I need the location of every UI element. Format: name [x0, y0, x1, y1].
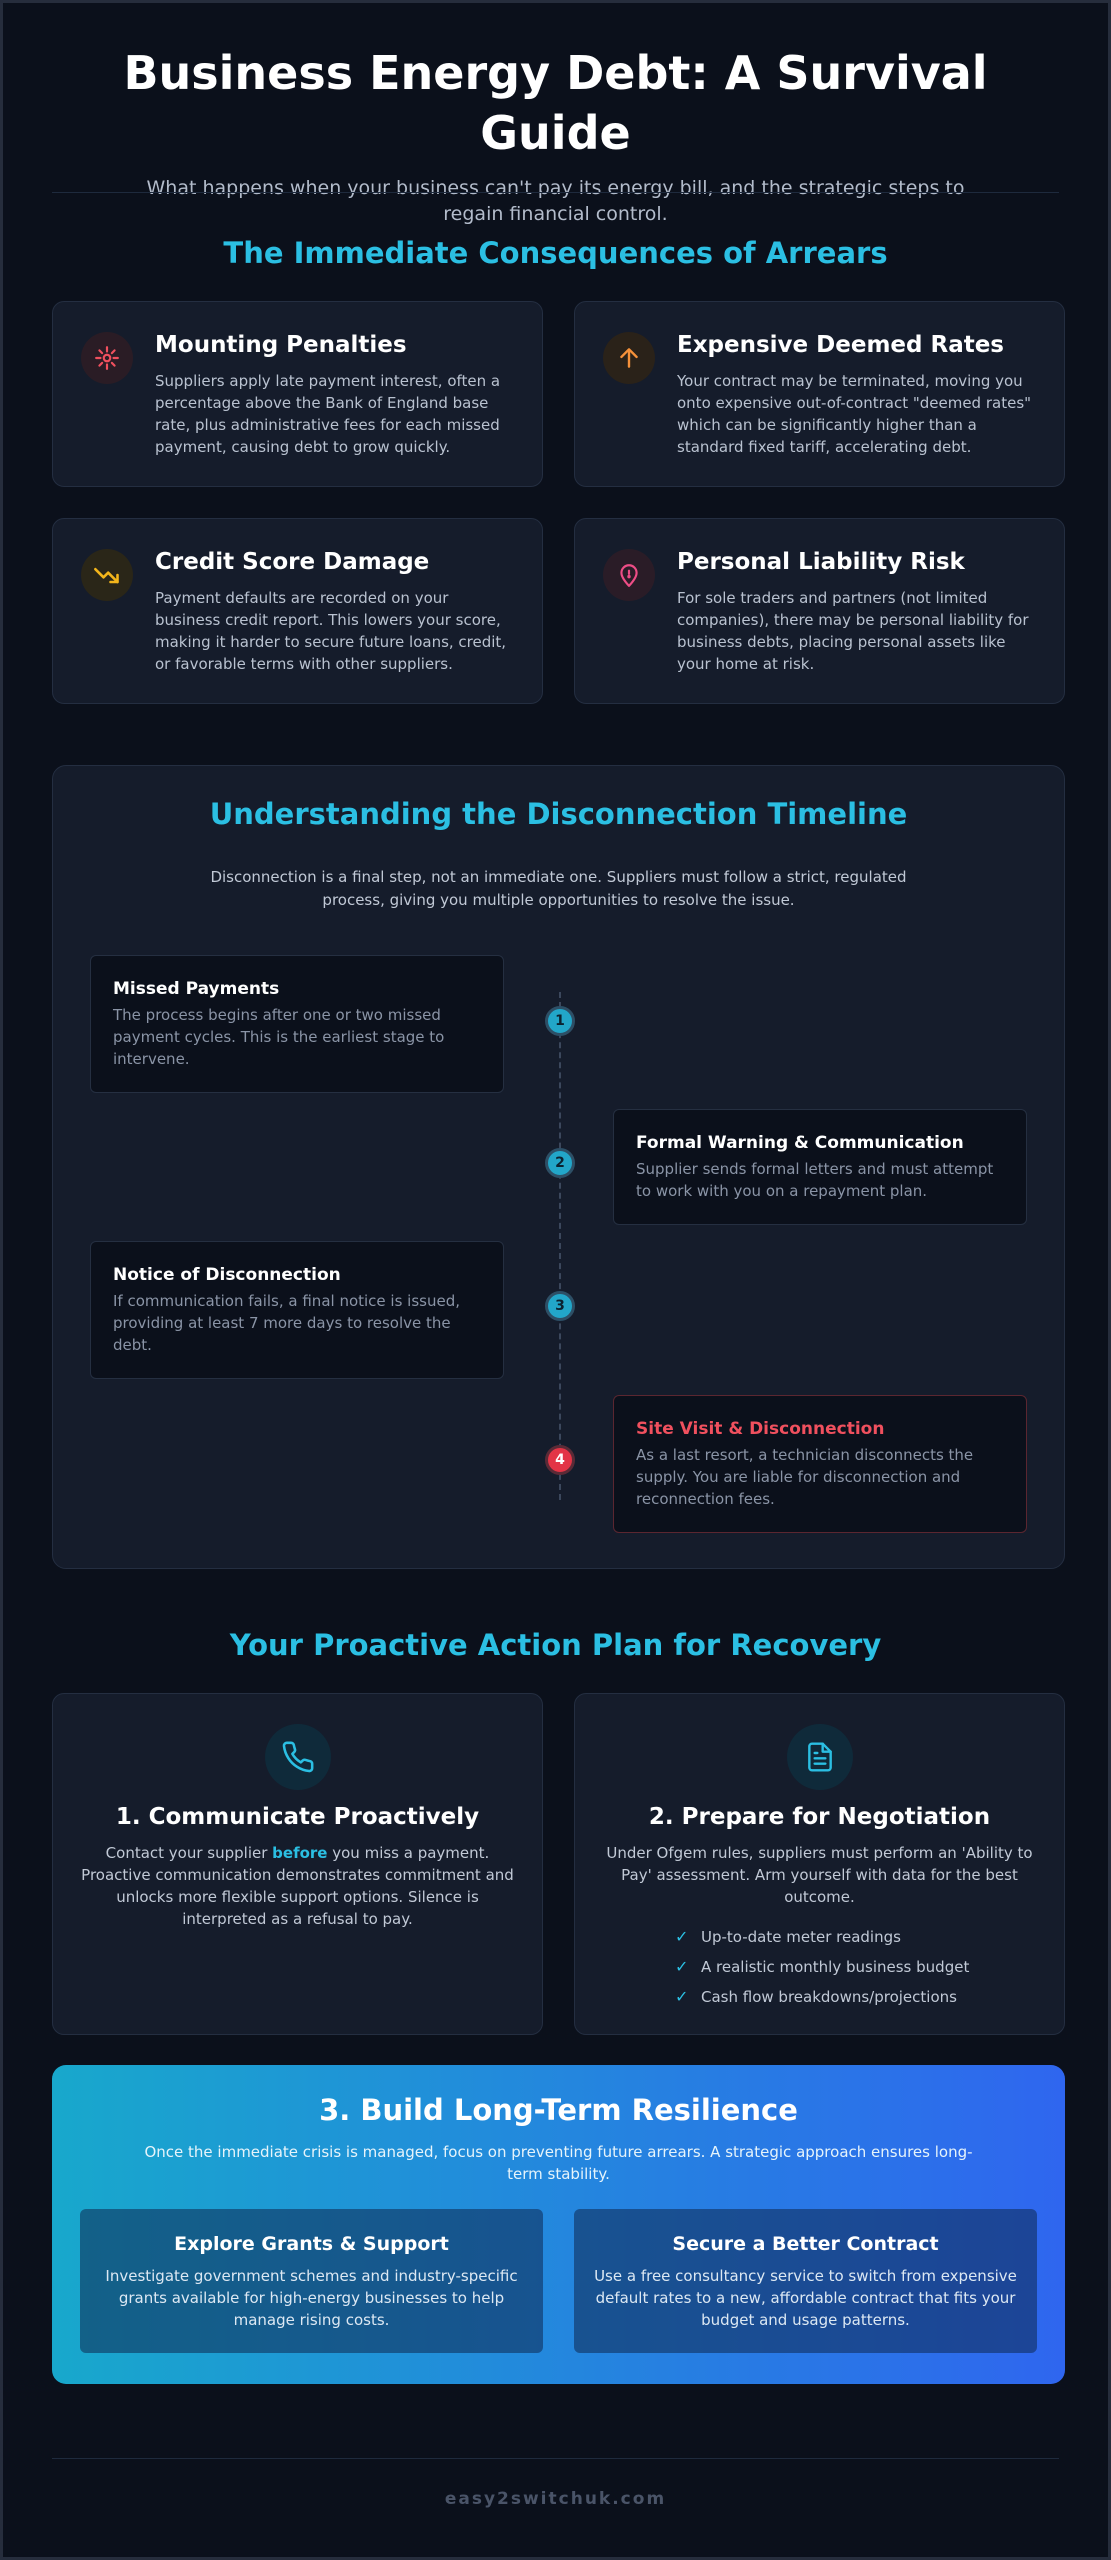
- timeline-heading: Understanding the Disconnection Timeline: [209, 797, 908, 831]
- checklist-item-label: A realistic monthly business budget: [701, 1958, 970, 1976]
- consequence-text: Suppliers apply late payment interest, o…: [155, 372, 501, 456]
- resilience-card-text: Investigate government schemes and indus…: [105, 2267, 518, 2329]
- footer-divider: [52, 2458, 1059, 2459]
- timeline-dot-2: 2: [545, 1148, 575, 1178]
- resilience-card-grants: Explore Grants & Support Investigate gov…: [80, 2209, 543, 2353]
- consequence-text: Payment defaults are recorded on your bu…: [155, 589, 507, 673]
- resilience-card-contract: Secure a Better Contract Use a free cons…: [574, 2209, 1037, 2353]
- consequence-title: Credit Score Damage: [155, 549, 430, 575]
- checklist-item: ✓ Up-to-date meter readings: [675, 1922, 969, 1952]
- timeline-dot-3: 3: [545, 1291, 575, 1321]
- consequence-text: Your contract may be terminated, moving …: [677, 372, 1032, 456]
- consequence-title: Mounting Penalties: [155, 332, 407, 358]
- consequences-heading: The Immediate Consequences of Arrears: [223, 236, 888, 270]
- action-title: 2. Prepare for Negotiation: [648, 1804, 991, 1830]
- timeline-line: [559, 992, 561, 1500]
- consequence-card-deemed-rates: Expensive Deemed Rates Your contract may…: [574, 301, 1065, 487]
- timeline-step-formal-warning: Formal Warning & Communication Supplier …: [613, 1109, 1027, 1225]
- timeline-dot-1: 1: [545, 1006, 575, 1036]
- consequence-card-penalties: Mounting Penalties Suppliers apply late …: [52, 301, 543, 487]
- checklist-item-label: Cash flow breakdowns/projections: [701, 1988, 957, 2006]
- timeline-step-missed-payments: Missed Payments The process begins after…: [90, 955, 504, 1093]
- checklist-item: ✓ A realistic monthly business budget: [675, 1952, 969, 1982]
- document-icon: [787, 1724, 853, 1790]
- check-icon: ✓: [675, 1957, 689, 1976]
- resilience-card-text: Use a free consultancy service to switch…: [594, 2267, 1017, 2329]
- consequence-text: For sole traders and partners (not limit…: [677, 589, 1029, 673]
- timeline-step-text: Supplier sends formal letters and must a…: [636, 1160, 994, 1200]
- location-pin-icon: [603, 549, 655, 601]
- resilience-text: Once the immediate crisis is managed, fo…: [144, 2143, 973, 2183]
- timeline-step-title: Formal Warning & Communication: [636, 1133, 964, 1153]
- action-text-part: you miss a payment. Proactive communicat…: [81, 1844, 514, 1928]
- action-card-communicate: 1. Communicate Proactively Contact your …: [52, 1693, 543, 2035]
- page-title: Business Energy Debt: A Survival Guide: [123, 46, 988, 160]
- header-divider: [52, 192, 1059, 193]
- gear-icon: [81, 332, 133, 384]
- timeline-step-title: Site Visit & Disconnection: [636, 1419, 885, 1439]
- checklist-item-label: Up-to-date meter readings: [701, 1928, 901, 1946]
- consequence-title: Personal Liability Risk: [677, 549, 965, 575]
- timeline-step-title: Notice of Disconnection: [113, 1265, 341, 1285]
- consequence-card-liability: Personal Liability Risk For sole traders…: [574, 518, 1065, 704]
- timeline-dot-4: 4: [545, 1445, 575, 1475]
- action-plan-heading: Your Proactive Action Plan for Recovery: [229, 1628, 882, 1662]
- timeline-step-disconnection: Site Visit & Disconnection As a last res…: [613, 1395, 1027, 1533]
- action-text: Under Ofgem rules, suppliers must perfor…: [606, 1844, 1033, 1906]
- phone-icon: [265, 1724, 331, 1790]
- timeline-step-title: Missed Payments: [113, 979, 280, 999]
- consequence-card-credit-score: Credit Score Damage Payment defaults are…: [52, 518, 543, 704]
- action-text-part: Contact your supplier: [105, 1844, 273, 1862]
- checklist: ✓ Up-to-date meter readings ✓ A realistic …: [675, 1922, 969, 2012]
- action-title: 1. Communicate Proactively: [115, 1804, 480, 1830]
- action-card-negotiation: 2. Prepare for Negotiation Under Ofgem r…: [574, 1693, 1065, 2035]
- resilience-section: 3. Build Long-Term Resilience Once the i…: [52, 2065, 1065, 2384]
- timeline-section: Understanding the Disconnection Timeline…: [52, 765, 1065, 1569]
- header: Business Energy Debt: A Survival Guide W…: [52, 43, 1059, 227]
- check-icon: ✓: [675, 1927, 689, 1946]
- timeline-intro: Disconnection is a final step, not an im…: [210, 868, 907, 909]
- timeline-step-text: If communication fails, a final notice i…: [113, 1292, 460, 1354]
- arrow-up-icon: [603, 332, 655, 384]
- page-subtitle: What happens when your business can't pa…: [146, 177, 965, 225]
- timeline-step-text: The process begins after one or two miss…: [113, 1006, 445, 1068]
- timeline-step-text: As a last resort, a technician disconnec…: [636, 1446, 974, 1508]
- action-text-emphasis: before: [272, 1844, 328, 1862]
- consequence-title: Expensive Deemed Rates: [677, 332, 1004, 358]
- resilience-title: 3. Build Long-Term Resilience: [319, 2093, 798, 2127]
- trend-down-icon: [81, 549, 133, 601]
- resilience-card-title: Secure a Better Contract: [672, 2233, 939, 2255]
- check-icon: ✓: [675, 1987, 689, 2006]
- timeline-step-notice: Notice of Disconnection If communication…: [90, 1241, 504, 1379]
- footer-site-name: easy2switchuk.com: [444, 2489, 667, 2509]
- checklist-item: ✓ Cash flow breakdowns/projections: [675, 1982, 969, 2012]
- action-text: Contact your supplier before you miss a …: [81, 1842, 514, 1930]
- resilience-card-title: Explore Grants & Support: [174, 2233, 449, 2255]
